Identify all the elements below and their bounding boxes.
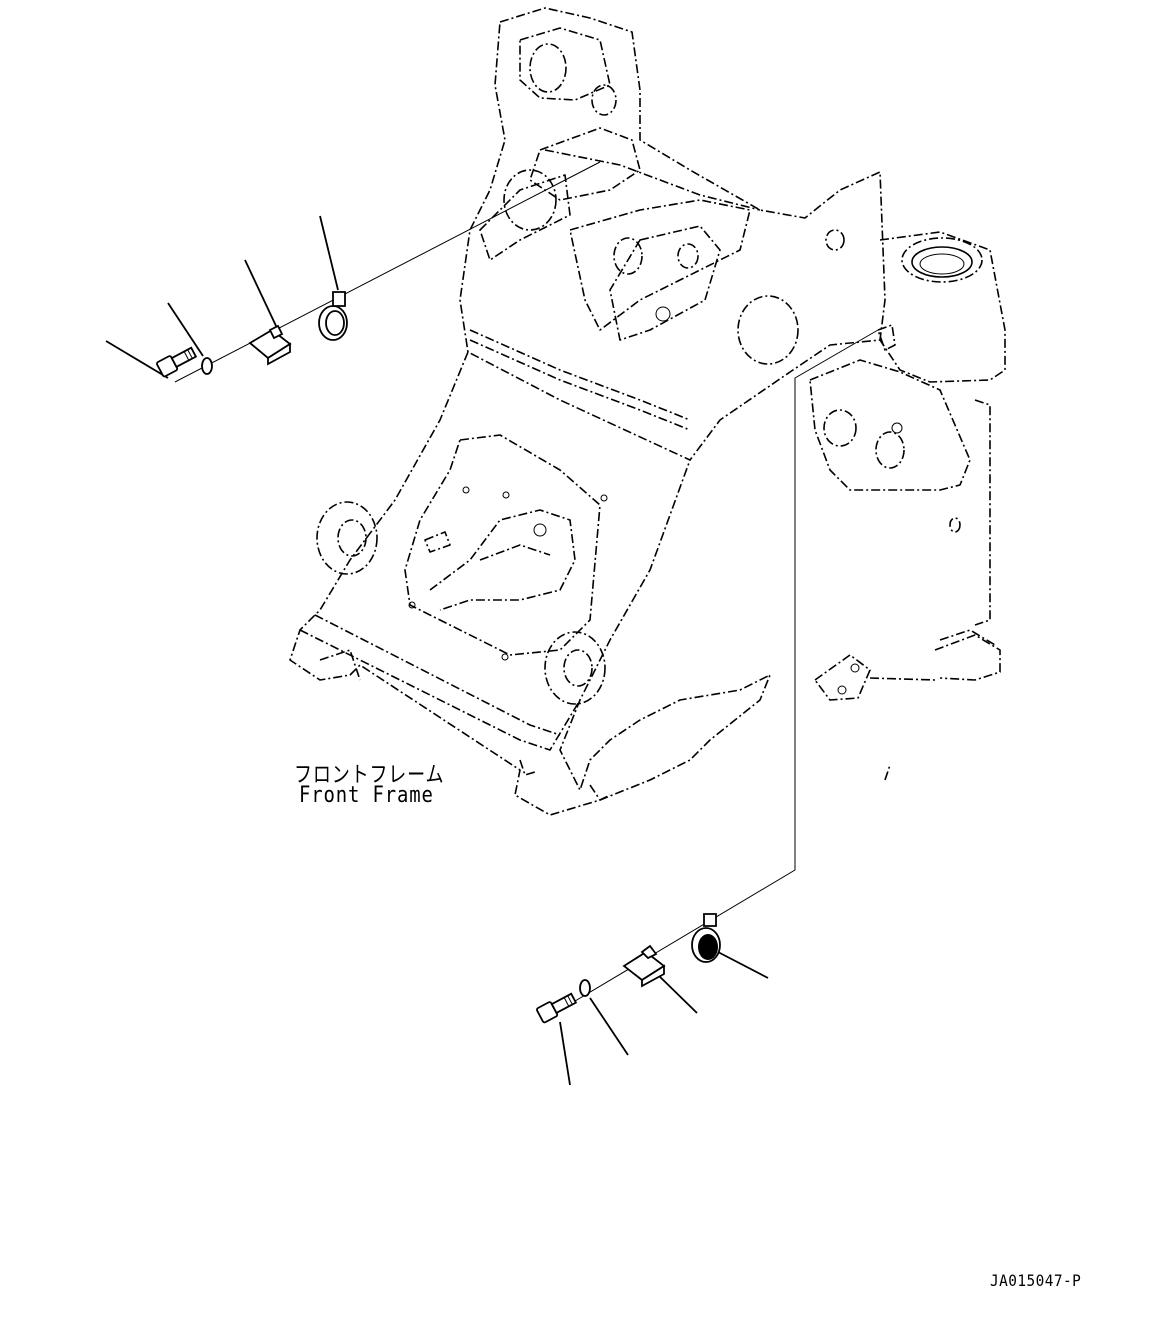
upper-bolt <box>156 346 198 378</box>
upper-assembly-line <box>174 161 601 383</box>
lower-bolt <box>536 992 578 1024</box>
lower-bolt-leader <box>559 1021 571 1086</box>
lower-bracket-leader <box>654 971 698 1014</box>
lower-cap-leader <box>717 951 769 979</box>
lower-washer-leader <box>589 997 629 1056</box>
upper-cap <box>318 291 348 341</box>
upper-bracket-leader <box>244 259 278 329</box>
lower-bracket <box>622 944 666 988</box>
lower-part-group <box>536 329 879 1086</box>
upper-washer-leader <box>167 302 204 357</box>
lower-cap <box>691 913 721 963</box>
part-name-english: Front Frame <box>299 783 434 808</box>
upper-part-group <box>105 161 601 383</box>
lower-assembly-line <box>554 329 879 1014</box>
upper-washer <box>201 357 213 375</box>
upper-bracket <box>248 324 292 366</box>
part-name-japanese: フロントフレーム <box>294 763 445 788</box>
lower-washer <box>579 979 591 997</box>
front-frame <box>289 7 1006 816</box>
drawing-code: JA015047-P <box>990 1271 1082 1290</box>
upper-bolt-leader <box>105 340 169 379</box>
upper-cap-leader <box>319 215 339 291</box>
